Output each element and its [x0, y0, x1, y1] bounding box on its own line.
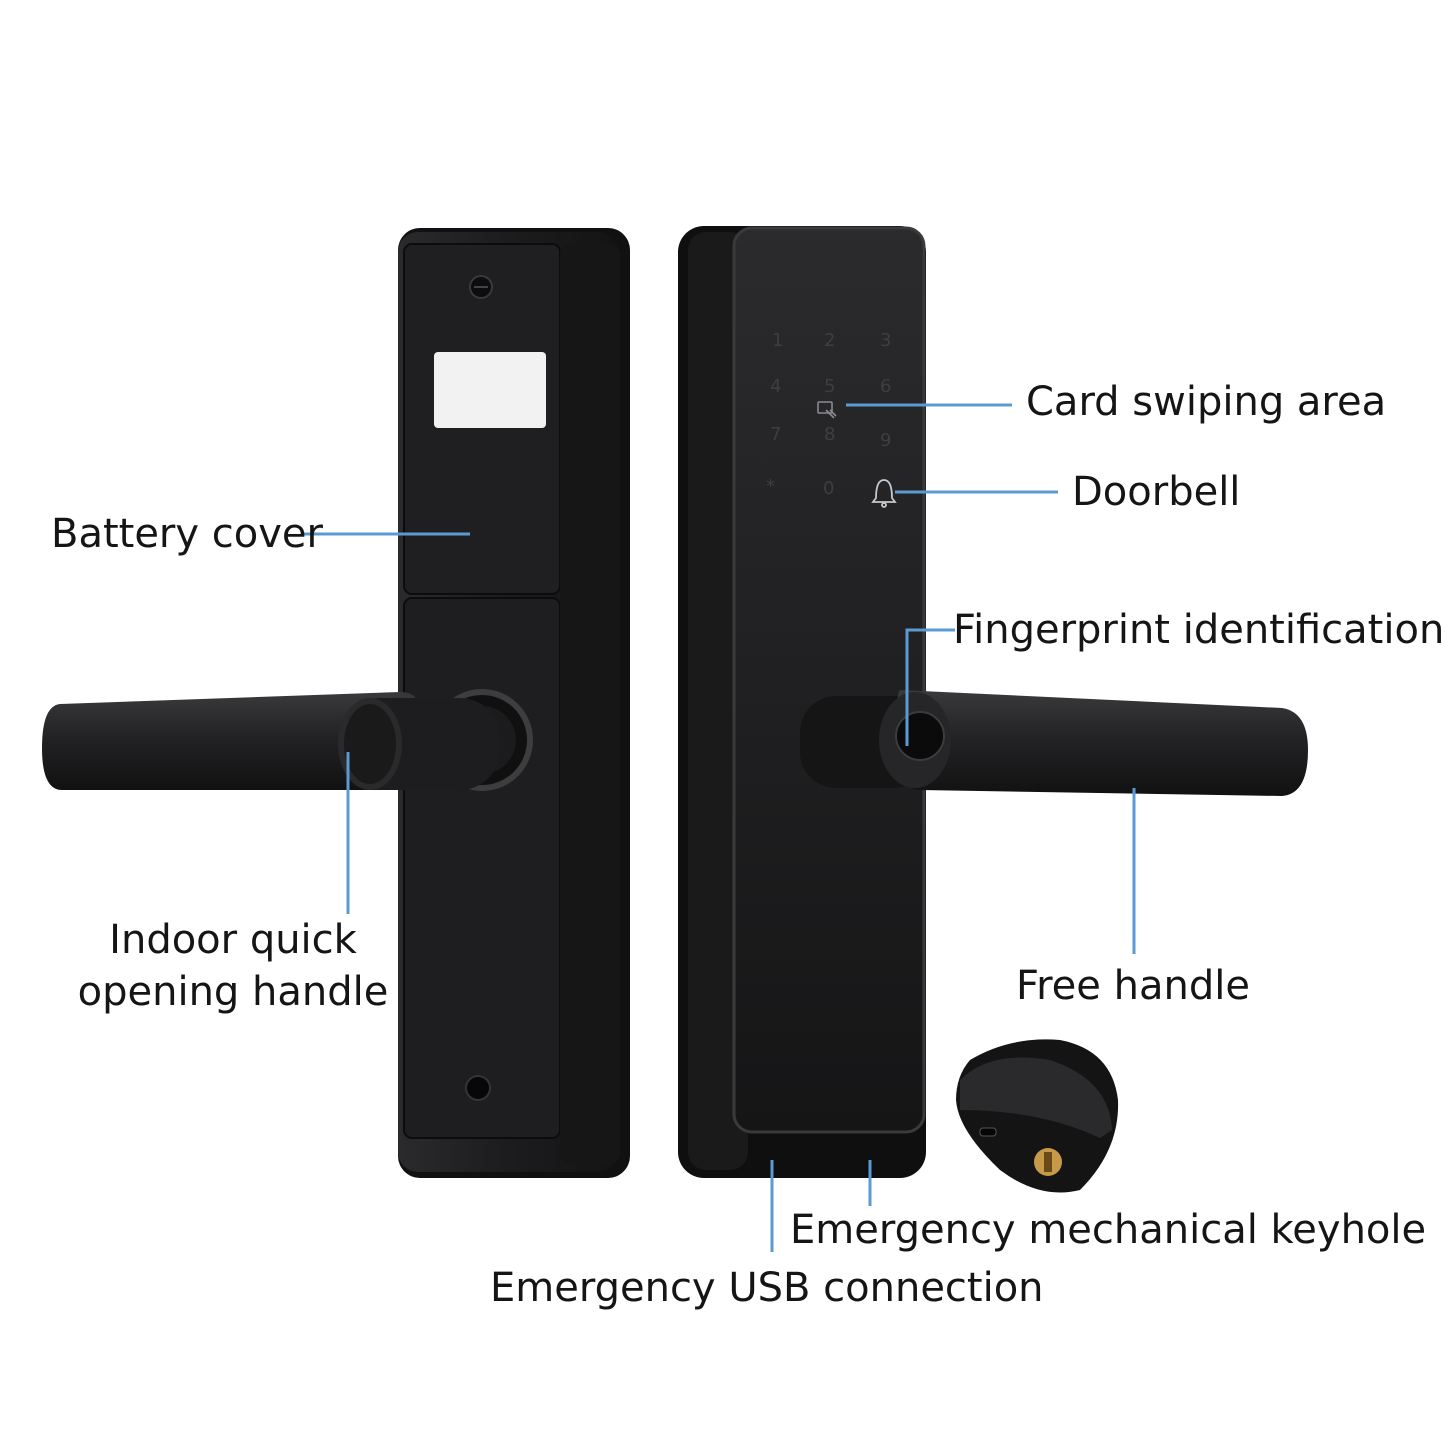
keypad-key: 4 — [770, 376, 781, 397]
indoor-handle-label: Indoor quick opening handle — [76, 914, 390, 1018]
indoor-handle-label-line1: Indoor quick — [109, 917, 357, 963]
card-icon — [817, 401, 837, 419]
keypad-key: 8 — [824, 424, 835, 445]
keypad-key: 3 — [880, 330, 891, 351]
keyhole-inset — [956, 1039, 1119, 1193]
keyhole-icon — [1034, 1148, 1062, 1176]
card-swiping-area-label: Card swiping area — [1026, 379, 1387, 425]
screw-icon — [469, 275, 493, 299]
keypad-key: 6 — [880, 376, 891, 397]
keypad-key: 9 — [880, 430, 891, 451]
label-window — [434, 352, 546, 428]
bell-icon — [871, 479, 897, 508]
free-handle — [800, 690, 1308, 796]
free-handle-label: Free handle — [1016, 963, 1250, 1009]
keypad-key: 7 — [770, 424, 781, 445]
emergency-keyhole-label: Emergency mechanical keyhole — [790, 1207, 1427, 1253]
indoor-handle-label-line2: opening handle — [77, 969, 389, 1015]
screw-hole-icon — [465, 1075, 491, 1101]
battery-cover-label: Battery cover — [51, 511, 323, 557]
emergency-usb-label: Emergency USB connection — [490, 1265, 1044, 1311]
fingerprint-identification-label: Fingerprint identification — [953, 607, 1445, 653]
outdoor-lock-body — [678, 226, 926, 1178]
usb-port-icon — [979, 1127, 997, 1137]
leader-lines — [302, 403, 1136, 1252]
indoor-handle — [42, 692, 500, 790]
keypad-key: 2 — [824, 330, 835, 351]
keypad-key: 5 — [824, 376, 835, 397]
keypad-key: 0 — [823, 478, 834, 499]
keypad-key: 1 — [772, 330, 783, 351]
keypad-key: * — [766, 476, 775, 497]
touch-keypad: 1 2 3 4 5 6 7 8 9 * 0 — [766, 330, 891, 499]
doorbell-label: Doorbell — [1072, 469, 1241, 515]
fingerprint-sensor-icon — [895, 711, 945, 761]
